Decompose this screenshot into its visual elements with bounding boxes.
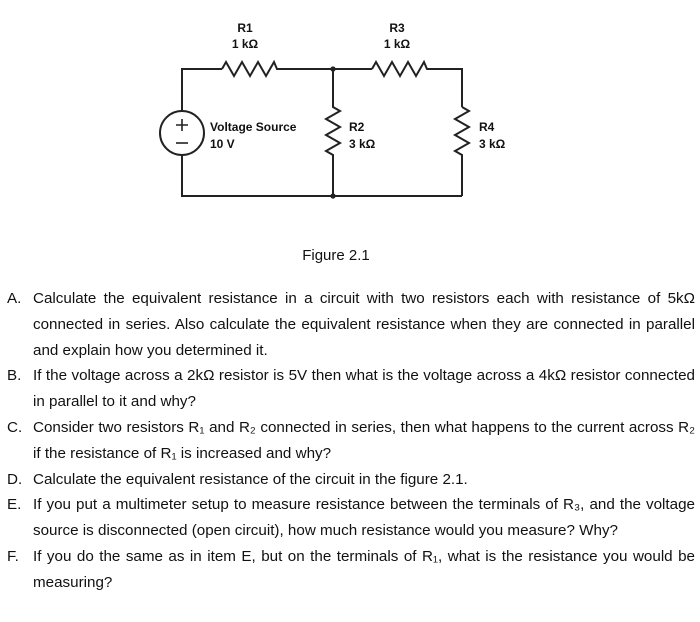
question-letter: F. [7, 547, 19, 565]
r1-value: 1 kΩ [232, 37, 259, 51]
question-letter: D. [7, 470, 23, 488]
question-letter: C. [7, 418, 23, 436]
r2-value: 3 kΩ [349, 137, 376, 151]
voltage-source-symbol [159, 110, 205, 156]
question-item: D. Calculate the equivalent resistance of… [0, 467, 695, 493]
question-letter: A. [7, 290, 22, 307]
question-text: If you do the same as in item E, but on … [33, 547, 695, 591]
plus-sign [176, 119, 188, 131]
resistor-r2 [323, 69, 343, 196]
question-letter: E. [7, 496, 22, 514]
question-item: E. If you put a multimeter setup to measu… [0, 492, 695, 544]
figure-caption: Figure 2.1 [302, 247, 370, 264]
r4-value: 3 kΩ [479, 137, 506, 151]
node-bottom [330, 193, 336, 199]
wire-bottom [181, 155, 462, 197]
question-item: F. If you do the same as in item E, but o… [0, 544, 695, 596]
source-value: 10 V [210, 137, 235, 151]
source-name: Voltage Source [210, 120, 297, 134]
r2-name: R2 [349, 120, 365, 134]
question-text: Consider two resistors R₁ and R₂ connect… [33, 418, 695, 462]
question-item: B. If the voltage across a 2kΩ resistor i… [0, 363, 695, 415]
resistor-r3 [371, 59, 463, 107]
r3-name: R3 [389, 21, 405, 35]
question-text: Calculate the equivalent resistance in a… [33, 290, 695, 359]
wire-top-left [181, 68, 222, 111]
question-list: A. Calculate the equivalent resistance in… [0, 286, 695, 596]
question-text: Calculate the equivalent resistance of t… [33, 470, 468, 488]
r4-name: R4 [479, 120, 495, 134]
question-text: If you put a multimeter setup to measure… [33, 496, 695, 540]
r3-value: 1 kΩ [384, 37, 411, 51]
node-top [330, 66, 336, 72]
resistor-r4 [452, 106, 472, 196]
resistor-r1 [221, 59, 372, 79]
r1-name: R1 [237, 21, 253, 35]
question-text: If the voltage across a 2kΩ resistor is … [33, 367, 695, 411]
question-item: A. Calculate the equivalent resistance in… [0, 286, 695, 363]
circuit-diagram: R1 1 kΩ R3 1 kΩ Voltage Source 10 V R2 3… [159, 21, 506, 199]
question-item: C. Consider two resistors R₁ and R₂ conne… [0, 415, 695, 467]
question-letter: B. [7, 367, 22, 385]
